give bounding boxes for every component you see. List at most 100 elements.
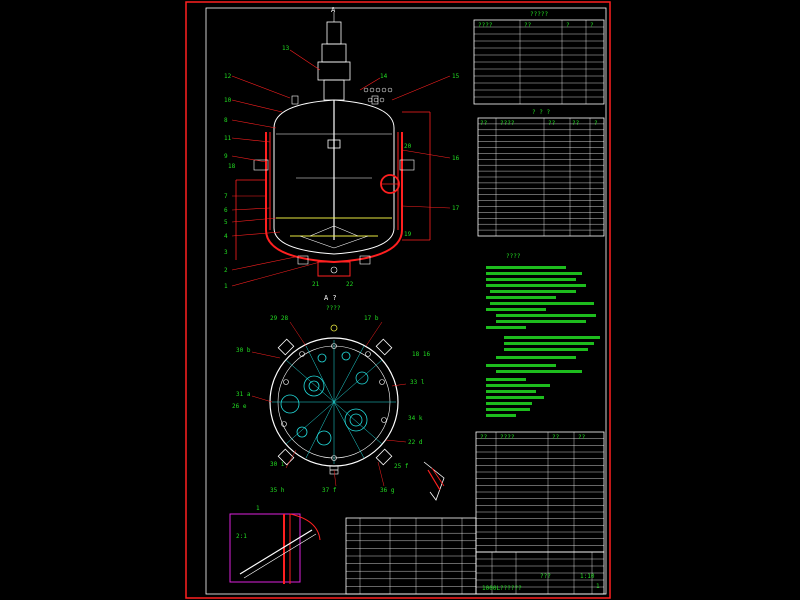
note-line — [504, 336, 600, 339]
detail-box — [229, 513, 301, 583]
note-line — [486, 414, 516, 417]
note-line — [496, 370, 582, 373]
bottom-mark-22: 22 — [346, 281, 354, 288]
callout-13: 13 — [282, 45, 290, 52]
parts-table: ? ? ? ?? ???? ?? ?? ? — [477, 109, 605, 237]
callout-6: 6 — [224, 207, 228, 214]
plan-callout-10: 18 16 — [412, 351, 430, 358]
callout-10: 10 — [224, 97, 232, 104]
note-line — [486, 284, 586, 287]
parts-header-2: ?? — [548, 120, 556, 127]
drawing-number: 1000L?????? — [482, 585, 522, 592]
plan-callout-5: 37 f — [322, 487, 337, 494]
notes-title: ???? — [506, 253, 521, 260]
nozzle-header-2: ?? — [552, 434, 560, 441]
note-line — [486, 408, 530, 411]
note-line — [486, 296, 556, 299]
callout-1: 1 — [224, 283, 228, 290]
parts-header-4: ? — [594, 120, 598, 127]
gearbox — [321, 43, 347, 63]
note-line — [490, 302, 594, 305]
view-sub: ???? — [326, 305, 341, 312]
nozzle-header-0: ?? — [480, 434, 488, 441]
detail-label: 1 — [256, 505, 260, 512]
note-line — [486, 378, 526, 381]
parts-header-3: ?? — [572, 120, 580, 127]
top-nozzle-row — [363, 87, 393, 103]
note-line — [486, 364, 556, 367]
callout-15: 15 — [452, 73, 460, 80]
detail-pipe — [239, 529, 313, 575]
note-line — [490, 290, 576, 293]
note-line — [496, 314, 596, 317]
note-line — [496, 356, 576, 359]
support-lug-left — [253, 159, 269, 171]
callout-9: 9 — [224, 153, 228, 160]
bottom-outlet — [317, 261, 351, 277]
support-lug-right — [399, 159, 415, 171]
note-line — [486, 266, 566, 269]
plan-lugs — [277, 338, 393, 466]
tech-title: ????? — [530, 11, 548, 18]
plan-callout-9: 33 l — [410, 379, 425, 386]
note-line — [486, 278, 576, 281]
tech-spec-table: ????? ???? ?? ? ? — [473, 11, 605, 105]
detail-view: 1 2:1 — [229, 505, 321, 584]
mount-frame — [317, 61, 351, 81]
connection-table — [345, 517, 477, 595]
note-line — [486, 308, 546, 311]
nozzle-header-1: ???? — [500, 434, 515, 441]
seal-housing — [323, 79, 345, 101]
view-label: A ? — [324, 294, 337, 302]
leaders-left — [231, 75, 321, 287]
callout-11: 11 — [224, 135, 232, 142]
drawing-scale: 1:10 — [580, 573, 595, 580]
vessel-elevation: A — [224, 6, 460, 312]
tech-header-0: ???? — [478, 22, 493, 29]
callout-12: 12 — [224, 73, 232, 80]
tech-header-2: ? — [566, 22, 570, 29]
callout-20: 20 — [404, 143, 412, 150]
callout-14: 14 — [380, 73, 388, 80]
callout-2: 2 — [224, 267, 228, 274]
inner-frame — [205, 7, 607, 595]
impeller-hub-top — [327, 139, 341, 149]
technical-notes: ???? — [486, 253, 600, 417]
plan-radials — [272, 340, 396, 464]
parts-title: ? ? ? — [532, 109, 550, 116]
callout-17: 17 — [452, 205, 460, 212]
note-line — [486, 402, 532, 405]
motor — [326, 21, 342, 45]
note-line — [486, 390, 536, 393]
plan-callout-0: 29 28 — [270, 315, 288, 322]
note-line — [496, 320, 586, 323]
plan-nozzles — [280, 351, 369, 446]
detail-ratio: 2:1 — [236, 533, 247, 540]
note-line — [486, 272, 582, 275]
parts-header-1: ???? — [500, 120, 515, 127]
callout-3: 3 — [224, 249, 228, 256]
nozzle-header-3: ?? — [578, 434, 586, 441]
plan-callout-8: 34 k — [408, 415, 423, 422]
plan-callout-2: 31 a — [236, 391, 251, 398]
note-line — [486, 384, 550, 387]
tech-header-3: ? — [590, 22, 594, 29]
plan-callout-11: 17 b — [364, 315, 379, 322]
flange-detail — [423, 461, 445, 501]
leaders-right — [289, 49, 451, 209]
plan-callout-7: 22 d — [408, 439, 423, 446]
drawing-name: ??? — [540, 573, 551, 580]
bottom-mark-21: 21 — [312, 281, 320, 288]
note-line — [486, 396, 544, 399]
tech-header-1: ?? — [524, 22, 532, 29]
vessel-plan-view: 29 28 30 b 31 a 30 i 35 h 37 f 36 g 22 d… — [232, 315, 430, 494]
plan-callout-6: 36 g — [380, 487, 395, 494]
callout-8: 8 — [224, 117, 228, 124]
vessel-shell — [273, 99, 395, 255]
callout-16: 16 — [452, 155, 460, 162]
plan-callout-3: 30 i — [270, 461, 285, 468]
note-line — [504, 342, 594, 345]
callout-4: 4 — [224, 233, 228, 240]
